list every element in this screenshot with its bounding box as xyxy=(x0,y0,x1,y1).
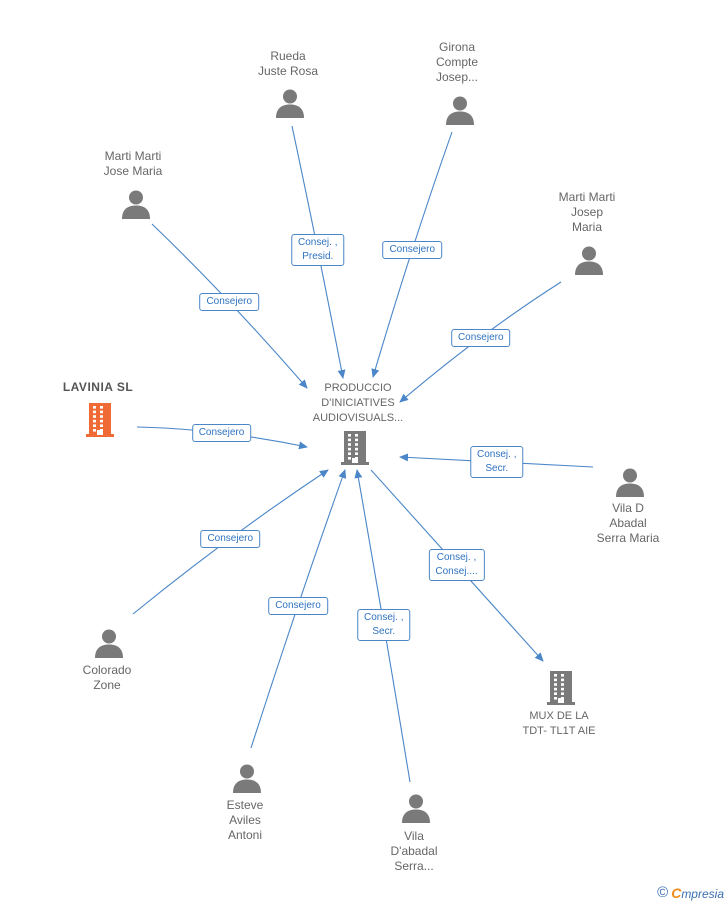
edge-label-line: Secr. xyxy=(372,626,396,637)
edge-label-mux[interactable]: Consej. , Consej.... xyxy=(428,549,485,582)
edge-label-rueda[interactable]: Consej. , Presid. xyxy=(291,234,345,266)
node-label-line: Josep xyxy=(570,205,604,219)
node-label-lavinia[interactable]: LAVINIA SL xyxy=(63,380,133,395)
node-label-line: PRODUCCIO xyxy=(324,382,392,394)
edge-label-line: Consejero xyxy=(198,427,245,438)
edge-label-line: Consej. , xyxy=(477,449,517,460)
edge-label-colorado[interactable]: Consejero xyxy=(200,529,261,548)
edge-label-line: Presid. xyxy=(302,251,334,262)
node-label-line: D'INICIATIVES xyxy=(321,397,395,409)
node-label-line: Serra Maria xyxy=(596,531,660,545)
node-label-line: Josep... xyxy=(435,70,479,84)
edge-label-martijose[interactable]: Consejero xyxy=(199,293,260,311)
node-label-line: Compte xyxy=(435,55,479,69)
node-label-center[interactable]: PRODUCCIO D'INICIATIVES AUDIOVISUALS... xyxy=(313,381,403,426)
edge-label-line: Consej. , xyxy=(298,237,338,248)
edge-label-line: Consejero xyxy=(207,532,254,544)
person-icon[interactable] xyxy=(615,467,645,502)
edge-label-line: Consejero xyxy=(206,296,253,307)
node-label-line: D'abadal xyxy=(390,844,438,858)
edge-label-line: Consej.... xyxy=(435,566,478,578)
person-icon[interactable] xyxy=(275,88,305,123)
copyright-symbol: © xyxy=(657,884,669,901)
person-icon[interactable] xyxy=(232,763,262,798)
node-label-line: Rueda xyxy=(270,49,306,63)
edge-label-line: Consejero xyxy=(275,599,321,611)
edge-label-vila[interactable]: Consej. , Secr. xyxy=(470,446,524,478)
brand-initial: C xyxy=(671,884,682,901)
footer-brand: © Cmpresia xyxy=(657,884,724,901)
edge-label-line: Consejero xyxy=(389,243,436,255)
node-label-line: LAVINIA SL xyxy=(62,380,134,394)
building-icon[interactable] xyxy=(339,430,371,471)
edge-label-esteve[interactable]: Consejero xyxy=(268,596,328,615)
edge-label-line: Consejero xyxy=(457,331,504,343)
edge-label-martijosep[interactable]: Consejero xyxy=(450,328,511,347)
node-label-line: Maria xyxy=(571,220,603,234)
node-label-line: Girona xyxy=(438,40,476,54)
building-icon[interactable] xyxy=(84,402,116,443)
node-label-mux[interactable]: MUX DE LA TDT- TL1T AIE xyxy=(523,709,596,739)
node-label-line: Abadal xyxy=(609,516,647,530)
node-label-line: Esteve xyxy=(226,798,264,812)
edge-label-line: Consej. , xyxy=(436,552,477,564)
node-label-line: Vila D xyxy=(612,501,644,515)
person-icon[interactable] xyxy=(574,245,604,280)
edge-label-line: Secr. xyxy=(485,463,509,474)
node-label-line: Marti Marti xyxy=(104,149,162,163)
node-label-line: Juste Rosa xyxy=(257,64,319,78)
node-label-line: Zone xyxy=(93,678,121,692)
node-label-line: Marti Marti xyxy=(558,190,616,204)
node-label-line: Serra... xyxy=(394,859,434,873)
node-label-line: MUX DE LA xyxy=(529,710,589,722)
edge-label-vilad[interactable]: Consej. , Secr. xyxy=(357,609,411,641)
node-label-line: Vila xyxy=(404,829,424,843)
edge-label-girona[interactable]: Consejero xyxy=(382,240,443,259)
person-icon[interactable] xyxy=(401,793,431,828)
node-label-line: Colorado xyxy=(82,663,132,677)
node-label-line: Aviles xyxy=(229,813,261,827)
node-label-line: AUDIOVISUALS... xyxy=(312,412,404,424)
person-icon[interactable] xyxy=(94,628,124,663)
building-icon[interactable] xyxy=(545,670,577,711)
person-icon[interactable] xyxy=(121,189,151,224)
node-label-line: Antoni xyxy=(227,828,263,842)
brand-name: mpresia xyxy=(681,886,724,901)
node-label-line: Jose Maria xyxy=(103,164,163,178)
edge-label-line: Consej. , xyxy=(364,612,404,623)
edge-label-lavinia[interactable]: Consejero xyxy=(191,424,252,442)
node-label-line: TDT- TL1T AIE xyxy=(522,725,596,737)
person-icon[interactable] xyxy=(445,95,475,130)
